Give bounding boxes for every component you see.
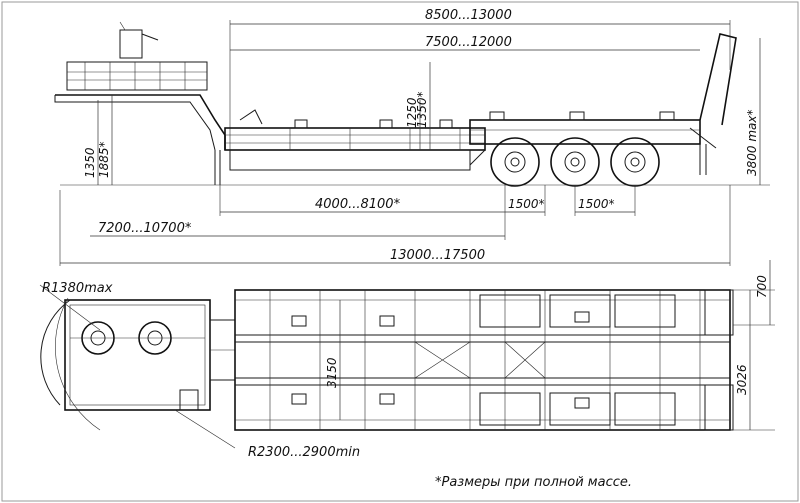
wheel-hub [504, 151, 526, 173]
main-deck [224, 127, 486, 151]
x-brace [414, 341, 471, 379]
rear-ramp [699, 33, 737, 126]
x-brace [504, 341, 546, 379]
equipment-mast [119, 21, 126, 31]
gooseneck-plate [64, 299, 211, 411]
stake-pocket [574, 397, 590, 409]
rear-deck [469, 119, 701, 145]
winch [239, 109, 263, 125]
dim-text-deck-height-2: 1350* [415, 91, 429, 128]
radius-leader [174, 409, 236, 449]
box-front [179, 389, 199, 411]
dim-text-overall-length: 13000...17500 [390, 248, 485, 263]
plan-view: R1380max R2300...2900min 3150 700 3026 [39, 260, 775, 460]
side-view: 8500...13000 7500...12000 1350 1885* 125… [54, 8, 770, 266]
dim-text-deck-platform: 7500...12000 [425, 35, 512, 50]
front-radius-arc [40, 299, 71, 406]
rear-ramp-right [704, 384, 734, 431]
wheel-set-left [614, 294, 676, 328]
wheel-axle [510, 157, 520, 167]
footnote: *Размеры при полной массе. [435, 475, 632, 490]
stake-pocket [379, 315, 395, 327]
dim-text-outrigger: 700 [755, 275, 769, 298]
wheel-axle [570, 157, 580, 167]
rear-ramp-left [704, 289, 734, 336]
dim-text-deck-height-1: 1250 [405, 97, 419, 128]
radius-leader [39, 284, 101, 331]
stake-pocket [379, 393, 395, 405]
dim-text-axle-1: 1500* [508, 197, 545, 211]
main-platform [234, 289, 731, 431]
dim-text-ramp-height: 3800 max* [745, 110, 759, 177]
wheel-1 [490, 137, 540, 187]
dim-text-front-radius: R1380max [42, 281, 113, 296]
stake-pocket [291, 393, 307, 405]
gooseneck-lower [54, 95, 216, 151]
wheel-set-left [479, 294, 541, 328]
gooseneck-rail [66, 61, 208, 91]
deck-step [469, 149, 486, 166]
stake-pocket [569, 111, 585, 121]
wheel-hub [624, 151, 646, 173]
dim-text-turn-radius: R2300...2900min [248, 445, 360, 460]
wheel-axle [630, 157, 640, 167]
turn-radius-arc [55, 297, 101, 431]
stake-pocket [574, 311, 590, 323]
wheel-set-left [549, 294, 611, 328]
stake-pocket [294, 119, 308, 129]
stake-pocket [489, 111, 505, 121]
stake-pocket [379, 119, 393, 129]
gooseneck-plate-inner [69, 304, 206, 406]
dim-text-deck-overall: 8500...13000 [425, 8, 512, 23]
dim-text-inner-width: 3150 [325, 357, 339, 388]
wheel-3 [610, 137, 660, 187]
dim-text-kingpin-span: 7200...10700* [98, 221, 192, 236]
dim-text-axle-2: 1500* [578, 197, 615, 211]
dim-text-overall-width: 3026 [735, 364, 749, 395]
stake-pocket [291, 315, 307, 327]
equipment-arm [141, 33, 159, 41]
wheel-set-right [479, 392, 541, 426]
ramp-cylinder [689, 127, 717, 149]
dim-text-neck-height: 1885* [97, 141, 111, 178]
stake-pocket [439, 119, 453, 129]
stake-pocket [659, 111, 675, 121]
deck-frame [229, 150, 471, 171]
gooseneck-body [55, 94, 226, 150]
wheel-2 [550, 137, 600, 187]
wheel-set-right [549, 392, 611, 426]
wheel-hub [564, 151, 586, 173]
dim-text-platform-length: 4000...8100* [315, 197, 401, 212]
wheel-set-right [614, 392, 676, 426]
dim-text-gooseneck-height: 1350 [83, 147, 97, 178]
equipment-box [119, 29, 143, 59]
